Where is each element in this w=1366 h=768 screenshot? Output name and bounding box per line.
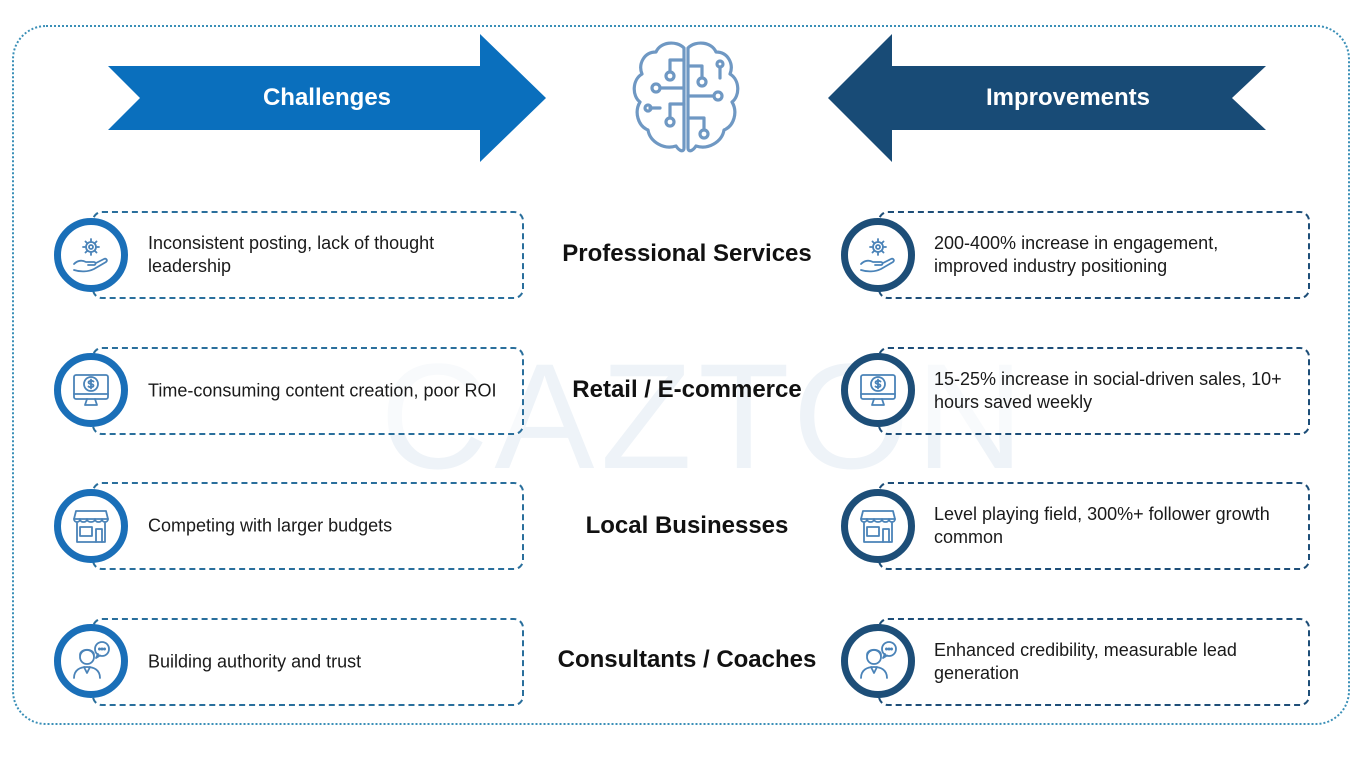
improvement-text: Enhanced credibility, measurable lead ge… [934,640,1237,683]
diagram-frame [12,25,1350,725]
monitor-dollar-icon [54,353,128,427]
storefront-icon [54,489,128,563]
challenges-arrow [108,34,546,162]
challenges-header: Challenges [262,84,392,111]
improvements-arrow [828,34,1266,162]
improvement-text: 200-400% increase in engagement, improve… [934,233,1219,276]
consultant-chat-icon [54,624,128,698]
challenge-text: Inconsistent posting, lack of thought le… [148,233,435,276]
monitor-dollar-icon [841,353,915,427]
category-label: Local Businesses [585,512,789,539]
improvement-text: 15-25% increase in social-driven sales, … [934,369,1282,412]
category-label: Professional Services [562,240,812,267]
consultant-chat-icon [841,624,915,698]
hand-gear-icon [841,218,915,292]
hand-gear-icon [54,218,128,292]
challenge-card: Competing with larger budgets [92,482,524,570]
category-label: Consultants / Coaches [557,646,817,673]
improvement-card: 15-25% increase in social-driven sales, … [878,347,1310,435]
improvement-card: 200-400% increase in engagement, improve… [878,211,1310,299]
challenge-text: Time-consuming content creation, poor RO… [148,380,497,401]
improvement-card: Level playing field, 300%+ follower grow… [878,482,1310,570]
brain-circuit-icon [632,41,740,153]
improvements-header: Improvements [985,84,1151,111]
challenge-card: Building authority and trust [92,618,524,706]
challenge-text: Building authority and trust [148,651,362,672]
storefront-icon [841,489,915,563]
improvement-text: Level playing field, 300%+ follower grow… [934,504,1270,547]
challenge-text: Competing with larger budgets [148,515,393,536]
category-label: Retail / E-commerce [572,376,802,403]
challenge-card: Time-consuming content creation, poor RO… [92,347,524,435]
challenge-card: Inconsistent posting, lack of thought le… [92,211,524,299]
improvement-card: Enhanced credibility, measurable lead ge… [878,618,1310,706]
